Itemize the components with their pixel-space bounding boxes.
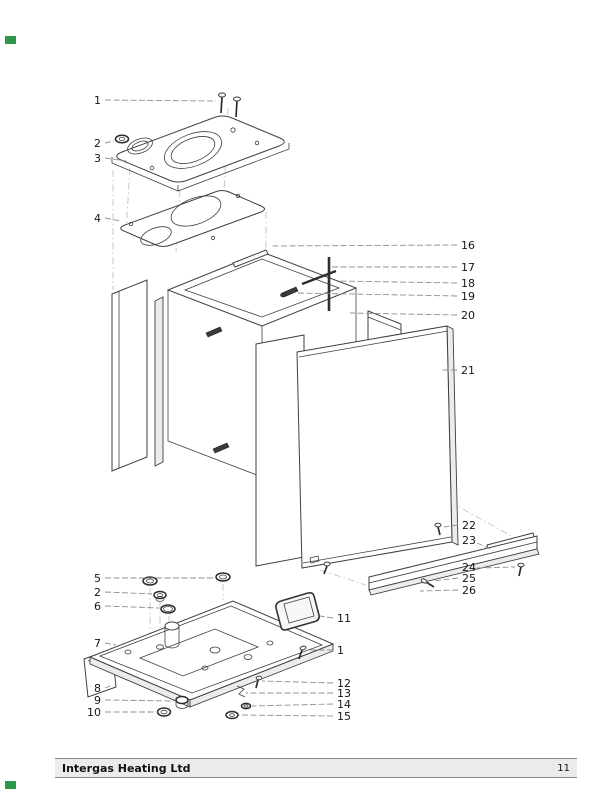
part-grommet-stack xyxy=(142,572,231,614)
callout-label: 5 xyxy=(94,572,101,585)
callout-label: 6 xyxy=(94,600,101,613)
part-gasket-plate xyxy=(120,190,265,247)
callout-label: 16 xyxy=(461,239,475,252)
part-bottom-rail xyxy=(368,532,540,596)
callout-label: 21 xyxy=(461,364,475,377)
page-footer: Intergas Heating Ltd 11 xyxy=(55,758,577,778)
part-screw-22 xyxy=(434,522,442,536)
callout-leader-lines xyxy=(104,99,516,717)
callout-label: 22 xyxy=(462,519,476,532)
callout-label: 14 xyxy=(337,698,351,711)
part-access-plate xyxy=(275,592,320,631)
callout-label: 12 xyxy=(337,677,351,690)
part-rods-and-pins xyxy=(232,249,337,311)
part-top-grommet xyxy=(114,134,130,144)
part-side-panel xyxy=(296,325,459,575)
callout-label: 19 xyxy=(461,290,475,303)
callout-label: 3 xyxy=(94,152,101,165)
footer-company-name: Intergas Heating Ltd xyxy=(62,761,191,775)
callout-label: 9 xyxy=(94,694,101,707)
page-number: 11 xyxy=(557,762,570,774)
callout-label: 13 xyxy=(337,687,351,700)
registration-mark-top xyxy=(5,36,16,44)
callout-label: 2 xyxy=(94,137,101,150)
part-middle-panel xyxy=(255,334,305,567)
part-top-cover xyxy=(111,115,290,192)
callout-label: 1 xyxy=(94,94,101,107)
part-top-screws xyxy=(218,92,241,118)
callout-label: 23 xyxy=(462,534,476,547)
callout-label: 18 xyxy=(461,277,475,290)
callout-label: 11 xyxy=(337,612,351,625)
callout-label: 24 xyxy=(462,561,476,574)
callout-label: 15 xyxy=(337,710,351,723)
callout-label: 7 xyxy=(94,637,101,650)
callout-label: 2 xyxy=(94,586,101,599)
callout-label: 10 xyxy=(87,706,101,719)
callout-label: 8 xyxy=(94,682,101,695)
callout-label: 26 xyxy=(462,584,476,597)
callout-label: 25 xyxy=(462,572,476,585)
callout-labels: 1 2 3 4 16 17 18 19 20 21 22 23 24 25 26… xyxy=(87,94,476,723)
part-left-panels xyxy=(111,279,164,472)
registration-mark-bottom xyxy=(5,781,16,789)
callout-label: 1 xyxy=(337,644,344,657)
callout-label: 4 xyxy=(94,212,101,225)
callout-label: 17 xyxy=(461,261,475,274)
callout-label: 20 xyxy=(461,309,475,322)
part-base-tray xyxy=(88,600,335,720)
